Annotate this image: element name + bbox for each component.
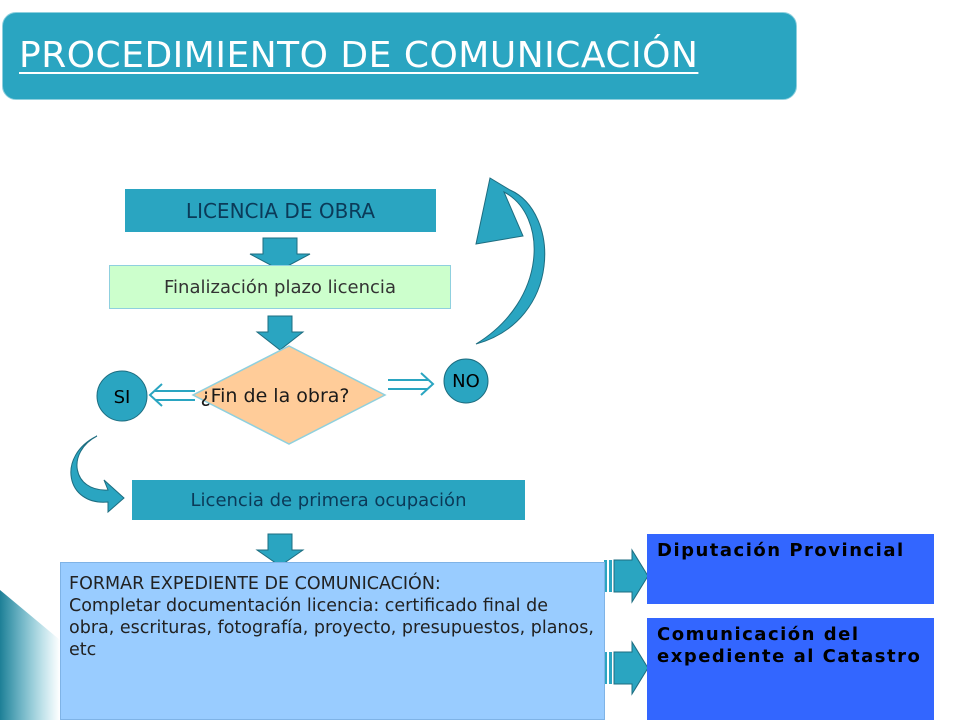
- si-circle: [96, 370, 148, 422]
- right-arrow-catastro: [604, 640, 649, 696]
- licencia-obra-box: LICENCIA DE OBRA: [125, 189, 436, 232]
- expediente-box: FORMAR EXPEDIENTE DE COMUNICACIÓN: Compl…: [60, 562, 605, 720]
- decision-label: ¿Fin de la obra?: [200, 385, 350, 407]
- double-arrow-left: [148, 383, 195, 407]
- finalizacion-label: Finalización plazo licencia: [164, 276, 396, 298]
- decision-diamond: [191, 345, 387, 445]
- curved-loop-arrow: [475, 177, 546, 345]
- licencia-obra-label: LICENCIA DE OBRA: [185, 198, 376, 223]
- curved-down-arrow: [70, 435, 125, 514]
- down-arrow-2: [255, 315, 305, 351]
- expediente-title: FORMAR EXPEDIENTE DE COMUNICACIÓN:: [69, 574, 441, 594]
- primera-ocupacion-box: Licencia de primera ocupación: [132, 480, 525, 520]
- expediente-body: Completar documentación licencia: certif…: [69, 596, 594, 660]
- diputacion-box: Diputación Provincial: [647, 534, 934, 604]
- diputacion-label: Diputación Provincial: [657, 540, 905, 561]
- double-arrow-right: [388, 372, 435, 396]
- no-label: NO: [452, 370, 480, 392]
- title-banner: PROCEDIMIENTO DE COMUNICACIÓN: [2, 12, 797, 100]
- down-arrow-3: [255, 533, 305, 567]
- si-label: SI: [113, 386, 131, 408]
- catastro-label: Comunicación del expediente al Catastro: [657, 624, 922, 667]
- no-circle: [443, 358, 489, 404]
- finalizacion-box: Finalización plazo licencia: [109, 265, 451, 309]
- page-title: PROCEDIMIENTO DE COMUNICACIÓN: [19, 35, 699, 76]
- right-arrow-diputacion: [604, 548, 649, 604]
- down-arrow-1: [249, 237, 311, 271]
- corner-decoration: [0, 590, 60, 720]
- primera-ocupacion-label: Licencia de primera ocupación: [190, 489, 467, 511]
- catastro-box: Comunicación del expediente al Catastro: [647, 618, 934, 720]
